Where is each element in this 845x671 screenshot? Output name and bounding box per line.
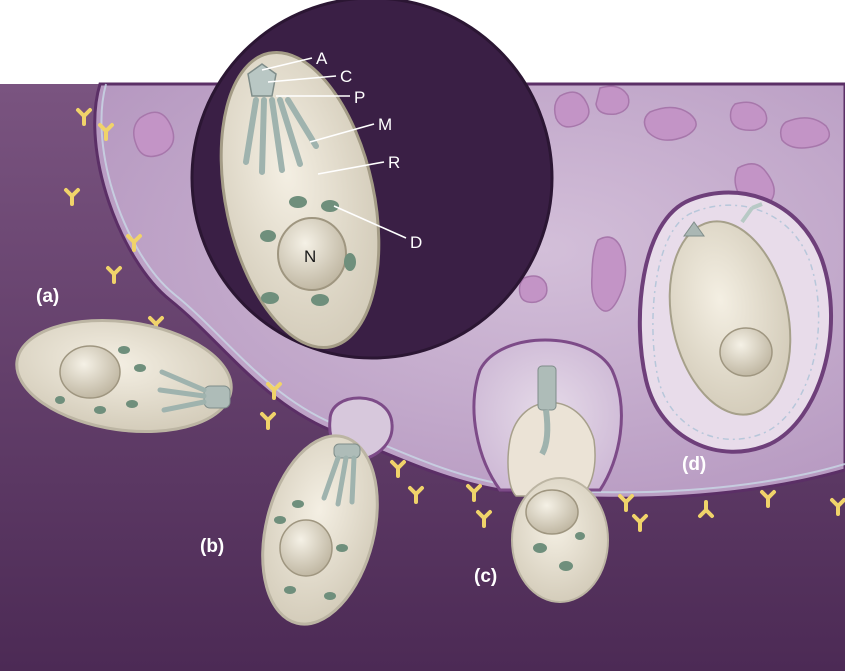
label-P: P — [354, 88, 365, 107]
label-C: C — [340, 67, 352, 86]
label-N: N — [304, 247, 316, 266]
label-D: D — [410, 233, 422, 252]
stage-label-a: (a) — [36, 286, 59, 307]
stage-label-d: (d) — [682, 454, 706, 475]
stage-label-b: (b) — [200, 536, 224, 557]
stage-d-vacuole — [640, 193, 831, 452]
label-M: M — [378, 115, 392, 134]
label-A: A — [316, 49, 328, 68]
label-R: R — [388, 153, 400, 172]
stage-label-c: (c) — [474, 566, 497, 587]
inset-magnification — [192, 0, 552, 362]
